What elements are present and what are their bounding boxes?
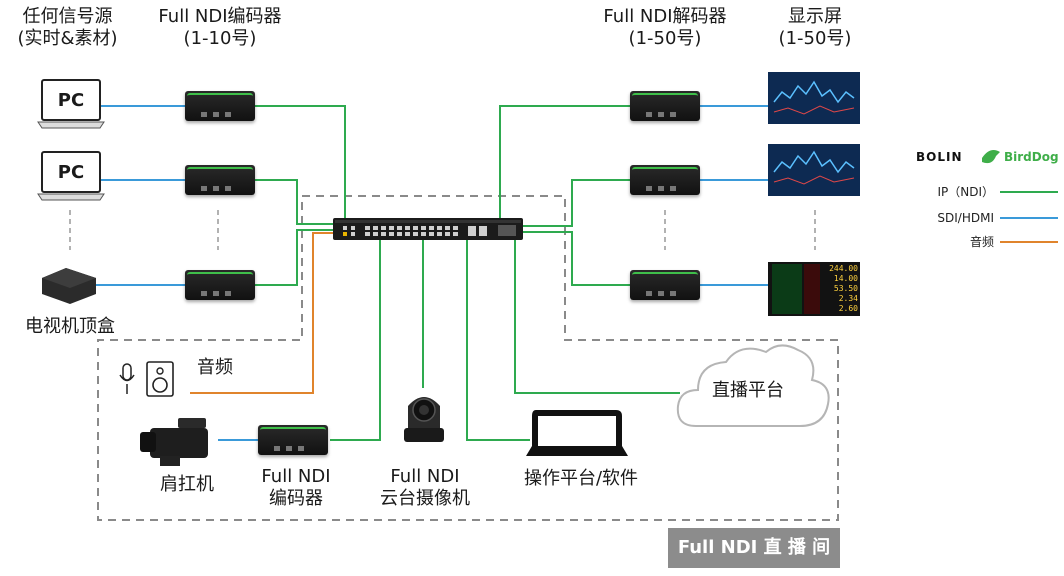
camcorder-label: 肩扛机 — [160, 474, 214, 495]
display-screen-3-values: 244.00 14.00 53.50 2.34 2.60 — [806, 264, 858, 314]
screen3-value: 2.34 — [838, 294, 858, 303]
screen3-value: 14.00 — [833, 274, 858, 283]
header-encoders-sub: (1-10号) — [183, 28, 257, 49]
set-top-box-icon — [42, 268, 96, 304]
bottom-encoder-line2: 编码器 — [269, 488, 323, 509]
header-decoders: Full NDI解码器 (1-50号) — [590, 6, 740, 50]
ip-line-console — [466, 238, 530, 441]
screen3-value: 53.50 — [833, 284, 858, 293]
header-sources: 任何信号源 (实时&素材) — [0, 6, 135, 50]
laptop-icon-2 — [37, 151, 105, 201]
studio-boundary — [97, 195, 839, 521]
display-screen-2 — [768, 144, 860, 196]
header-encoders: Full NDI编码器 (1-10号) — [145, 6, 295, 50]
ndi-encoder-1 — [185, 91, 255, 121]
ip-line-enc2 — [255, 179, 335, 225]
bottom-encoder-label: Full NDI 编码器 — [236, 466, 356, 510]
pc2-label: PC — [57, 162, 85, 183]
speaker-icon — [146, 361, 174, 397]
display-screen-1 — [768, 72, 860, 124]
network-switch — [333, 218, 523, 240]
ndi-encoder-bottom — [258, 425, 328, 455]
header-encoders-title: Full NDI编码器 — [158, 6, 282, 27]
ptz-label: Full NDI 云台摄像机 — [365, 466, 485, 510]
ndi-decoder-1 — [630, 91, 700, 121]
ndi-decoder-3 — [630, 270, 700, 300]
console-monitor-icon — [526, 410, 628, 456]
ip-line-enc3 — [255, 229, 335, 286]
legend-label-ip: IP（NDI） — [937, 185, 994, 199]
header-sources-title: 任何信号源 — [22, 6, 113, 27]
ip-line-dec1 — [499, 105, 630, 222]
microphone-icon — [119, 363, 135, 394]
brand-bolin: BOLIN — [916, 150, 963, 164]
header-displays-title: 显示屏 — [788, 6, 842, 27]
header-displays: 显示屏 (1-50号) — [760, 6, 870, 50]
header-displays-sub: (1-50号) — [778, 28, 852, 49]
cloud-shape — [676, 344, 830, 427]
bottom-encoder-line1: Full NDI — [261, 466, 331, 487]
legend-brand: BOLIN BirdDog — [916, 148, 1059, 166]
ip-line-dec2 — [520, 179, 630, 227]
pc1-label: PC — [57, 90, 85, 111]
ptz-line2: 云台摄像机 — [380, 488, 470, 509]
birddog-logo-icon — [982, 150, 1000, 164]
ndi-encoder-2 — [185, 165, 255, 195]
ip-line-enc1 — [255, 105, 346, 224]
ip-line-dec3 — [520, 231, 630, 286]
laptop-icon-1 — [37, 79, 105, 129]
stb-label: 电视机顶盒 — [25, 316, 115, 337]
studio-badge: Full NDI 直 播 间 — [668, 528, 840, 568]
display-screen-3 — [768, 262, 860, 316]
cloud-label: 直播平台 — [712, 380, 784, 401]
ip-line-cloud — [514, 238, 680, 394]
screen3-value: 244.00 — [829, 264, 858, 273]
ptz-camera-icon — [404, 397, 444, 442]
brand-birddog: BirdDog — [1004, 150, 1059, 164]
header-decoders-title: Full NDI解码器 — [603, 6, 727, 27]
ndi-encoder-3 — [185, 270, 255, 300]
audio-line — [190, 232, 335, 394]
header-decoders-sub: (1-50号) — [628, 28, 702, 49]
audio-label: 音频 — [197, 357, 233, 378]
screen3-value: 2.60 — [838, 304, 858, 313]
ip-line-enc-bottom — [330, 238, 381, 441]
legend-label-sdi: SDI/HDMI — [937, 211, 994, 225]
ptz-line1: Full NDI — [390, 466, 460, 487]
header-sources-sub: (实时&素材) — [17, 28, 118, 49]
legend-label-audio: 音频 — [969, 235, 994, 249]
console-label: 操作平台/软件 — [523, 468, 639, 489]
camcorder-icon — [140, 418, 208, 466]
ndi-decoder-2 — [630, 165, 700, 195]
